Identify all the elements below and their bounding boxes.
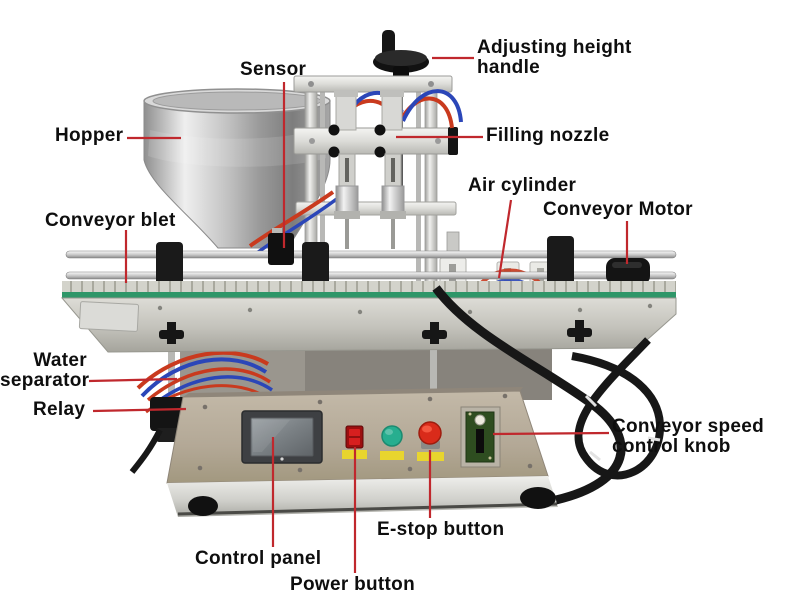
machine-foot [520, 487, 556, 509]
conveyor-speed-control-knob [460, 406, 501, 468]
power-cables [129, 285, 665, 505]
label-conveyor-belt: Conveyor blet [45, 210, 176, 231]
label-filling-nozzle: Filling nozzle [486, 125, 610, 146]
conveyor-access-plate [78, 301, 140, 332]
base-plinth [167, 476, 558, 517]
leader-relay [92, 407, 187, 413]
adjustment-knobs [159, 320, 592, 344]
filling-nozzle-unit [374, 90, 406, 249]
label-e-stop-button: E-stop button [377, 519, 505, 540]
filling-nozzle-unit [328, 90, 360, 249]
label-conveyor-motor: Conveyor Motor [543, 199, 693, 220]
leader-speed-knob [492, 431, 610, 436]
start-label-sticker [380, 451, 404, 460]
label-adjusting-height-handle: Adjusting height handle [477, 37, 632, 78]
rail-clamp [302, 242, 329, 290]
lower-crossbar [295, 201, 457, 216]
label-power-button: Power button [290, 574, 415, 595]
rail-clamp [547, 236, 574, 290]
nozzle-holder-bar [293, 127, 451, 155]
guide-rail [65, 250, 677, 259]
leader-water-separator [88, 377, 178, 383]
leader-lines [88, 56, 629, 573]
sensor [268, 228, 294, 265]
machine-foot [188, 496, 218, 516]
leader-air-cylinder [497, 199, 513, 279]
label-air-cylinder: Air cylinder [468, 175, 577, 196]
panel-screws [197, 393, 533, 473]
filling-head-assembly [248, 89, 463, 258]
label-sensor: Sensor [240, 59, 307, 80]
label-hopper: Hopper [55, 125, 124, 146]
conveyor-motor [606, 258, 650, 285]
conveyor-body [60, 297, 677, 353]
label-conveyor-speed-knob: Conveyor speed control knob [612, 416, 765, 457]
guide-rail [65, 271, 677, 280]
rail-clamp [156, 242, 183, 290]
label-water-separator: Water separator [0, 350, 90, 391]
adjusting-height-handle [373, 30, 429, 80]
conveyor [60, 228, 677, 353]
belt-green-edge [62, 292, 676, 298]
base-cabinet [166, 387, 558, 517]
label-control-panel: Control panel [195, 548, 322, 569]
start-button [380, 425, 404, 460]
control-panel [241, 410, 323, 464]
label-relay: Relay [33, 399, 86, 420]
